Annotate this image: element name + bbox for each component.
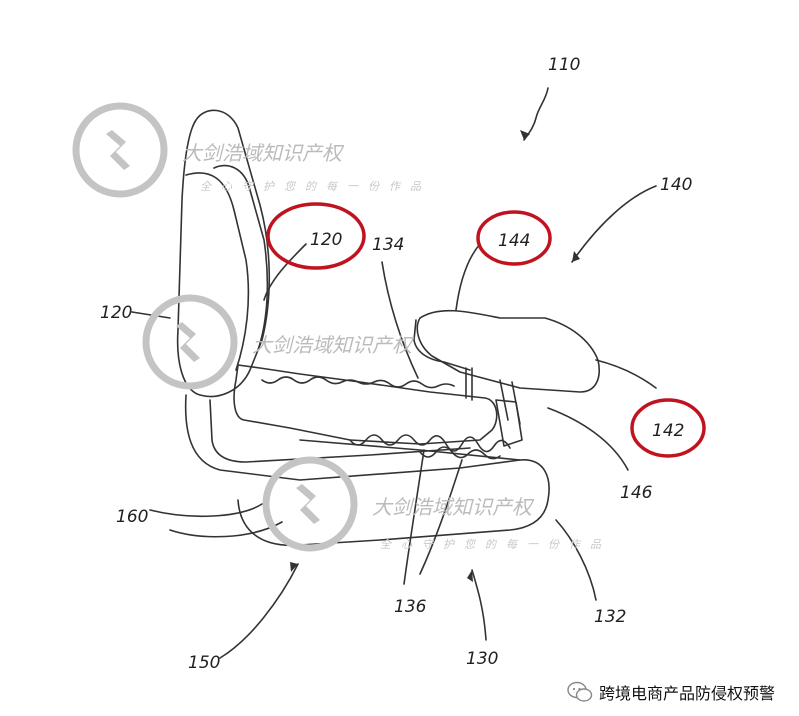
watermark-subtext-1: 全心守护您的每一份作品 <box>200 180 431 193</box>
leader-134 <box>381 261 419 379</box>
leader-130 <box>471 569 487 641</box>
armrest-pad <box>416 309 600 393</box>
highlight-142 <box>630 398 706 458</box>
leader-arrows <box>290 130 580 582</box>
account-name: 跨境电商产品防侵权预警 <box>598 684 775 703</box>
label-110: 110 <box>548 55 580 75</box>
seat-frame-inner <box>209 399 471 463</box>
label-144: 144 <box>498 231 530 251</box>
leader-160 <box>149 503 263 517</box>
seat-frame <box>184 394 550 547</box>
watermark-glyphs <box>106 130 320 524</box>
leader-142 <box>595 359 657 389</box>
lower-cushion-wave <box>349 434 511 453</box>
account-footer: 跨境电商产品防侵权预警 <box>567 680 775 704</box>
label-142: 142 <box>652 421 684 441</box>
label-134: 134 <box>372 235 404 255</box>
backrest-side <box>185 172 250 371</box>
watermark-logos <box>72 102 358 552</box>
lower-cushion-wave2 <box>419 446 501 460</box>
leader-144 <box>455 243 481 311</box>
wechat-icon <box>567 681 593 702</box>
backrest-inner <box>213 164 269 351</box>
armrest-bracket <box>495 399 523 447</box>
watermark-subtext-3: 全心守护您的每一份作品 <box>380 538 611 551</box>
highlight-144 <box>476 210 552 266</box>
label-130: 130 <box>466 649 498 669</box>
label-160: 160 <box>116 507 148 527</box>
label-136: 136 <box>394 597 427 617</box>
armrest-post <box>465 367 521 425</box>
leader-120a <box>263 243 307 301</box>
watermark-text-2: 大剑浩域知识产权 <box>252 333 415 357</box>
label-146: 146 <box>620 483 653 503</box>
leader-146 <box>547 407 629 471</box>
leader-150 <box>219 563 299 659</box>
watermark-text-3: 大剑浩域知识产权 <box>372 495 535 519</box>
leader-136b <box>419 459 463 575</box>
watermark-text-1: 大剑浩域知识产权 <box>182 141 345 165</box>
leader-110 <box>523 87 549 141</box>
highlight-120 <box>266 202 366 270</box>
label-120-left: 120 <box>100 303 132 323</box>
seat-cushion <box>233 364 498 445</box>
leader-140 <box>571 185 657 263</box>
armrest-lower <box>413 319 471 371</box>
leader-132 <box>555 519 597 601</box>
label-140: 140 <box>660 175 692 195</box>
seat-cushion-wave <box>261 376 455 389</box>
leader-160b <box>169 521 283 538</box>
label-132: 132 <box>594 607 626 627</box>
label-120-upper: 120 <box>310 230 342 250</box>
highlight-circles <box>266 202 706 458</box>
leader-136a <box>403 449 425 585</box>
label-150: 150 <box>188 653 220 673</box>
